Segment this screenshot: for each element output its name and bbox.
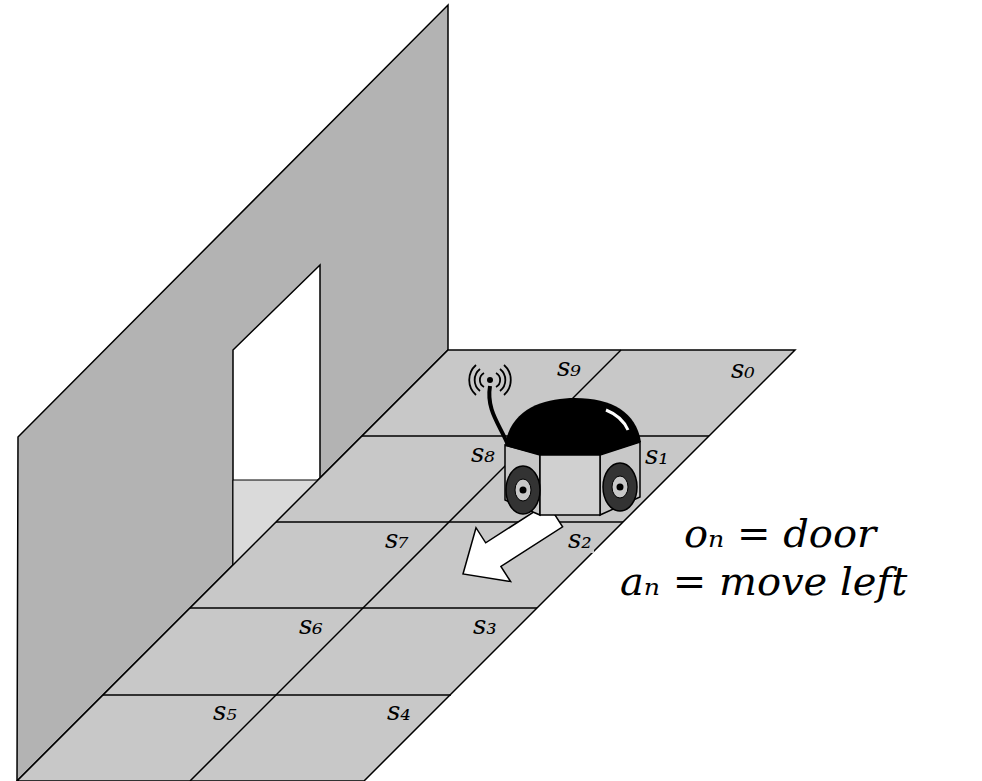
grid-line xyxy=(190,607,537,609)
observation-label: oₙ = door xyxy=(682,512,878,554)
signal-wave xyxy=(469,365,476,395)
cell-label: s₅ xyxy=(211,698,239,725)
robot-front-panel xyxy=(540,455,600,515)
signal-waves xyxy=(469,365,511,395)
cell-label: s₄ xyxy=(385,698,413,725)
cell-label: s₁ xyxy=(643,442,671,469)
signal-wave xyxy=(500,369,505,391)
cell-label: s₆ xyxy=(297,612,325,639)
antenna-tip xyxy=(487,377,493,383)
cell-label: s₇ xyxy=(383,526,411,553)
robot-side-panel xyxy=(505,445,540,515)
grid-line xyxy=(103,694,451,696)
signal-wave xyxy=(504,365,511,395)
cell-label: s₉ xyxy=(555,354,583,381)
floor-grid xyxy=(103,350,709,781)
action-label: aₙ = move left xyxy=(618,560,909,602)
signal-wave xyxy=(480,373,484,387)
robot-wheel xyxy=(603,463,637,511)
grid-line xyxy=(276,521,623,523)
wheel-axle xyxy=(617,484,624,491)
cell-label: s₂ xyxy=(566,526,594,553)
robot xyxy=(469,365,641,515)
robot-wheel xyxy=(506,466,540,514)
wheel-axle xyxy=(520,487,527,494)
signal-wave xyxy=(475,369,480,391)
robot-dome xyxy=(505,398,641,455)
signal-wave xyxy=(496,373,500,387)
cell-label: s₃ xyxy=(471,612,499,639)
wheel-hub xyxy=(515,479,531,501)
cell-label: s₀ xyxy=(729,356,757,383)
wheel-hub xyxy=(612,476,628,498)
dome-highlight xyxy=(606,410,628,430)
cell-label: s₈ xyxy=(469,440,497,467)
